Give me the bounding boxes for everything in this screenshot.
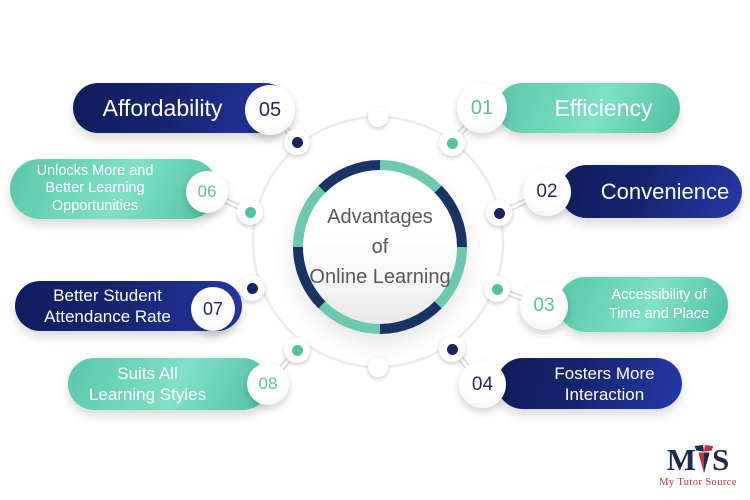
ring-node-03 [484,276,510,302]
item-number-text: 05 [258,98,282,121]
ring-node-top [368,107,388,127]
item-number-02: 02 [523,168,571,216]
item-label: Better Student Attendance Rate [44,286,171,326]
ring-node-08 [284,337,310,363]
item-label: Efficiency [554,94,653,121]
item-number-text: 01 [470,96,494,119]
connector-dot-teal [291,344,303,356]
item-label: Accessibility of Time and Place [608,286,710,322]
center-hub: Advantages of Online Learning [303,170,457,324]
item-label: Unlocks More and Better Learning Opportu… [36,162,154,214]
connector-dot-teal [244,206,256,218]
item-number-07: 07 [191,287,235,331]
ring-node-07 [239,275,265,301]
item-pill-accessibility: Accessibility of Time and Place [558,277,728,332]
ring-node-bottom [368,357,388,377]
item-number-06: 06 [186,171,228,213]
connector-dot-teal [491,283,503,295]
tie-icon [694,445,714,474]
item-pill-efficiency: Efficiency [497,83,680,133]
item-number-text: 08 [258,374,278,393]
item-number-text: 04 [471,373,494,395]
item-number-04: 04 [459,361,506,408]
item-label: Fosters More Interaction [554,363,655,404]
mts-logo: M S My Tutor Source [651,444,745,488]
connector-dot-navy [246,282,258,294]
item-number-text: 02 [536,181,558,202]
connector-dot-navy [493,207,505,219]
center-title-line1: Advantages [327,206,433,228]
item-number-01: 01 [457,83,507,133]
item-pill-learning-opportunities: Unlocks More and Better Learning Opportu… [10,159,218,219]
item-number-text: 03 [533,295,555,316]
logo-wordmark: M S [651,444,745,476]
item-number-text: 06 [197,182,217,201]
center-title-line2: of [371,236,389,258]
item-pill-learning-styles: Suits All Learning Styles [68,358,269,410]
item-number-05: 05 [245,85,295,135]
ring-node-04 [439,336,465,362]
ring-node-05 [284,129,310,155]
connector-dot-navy [446,343,458,355]
item-number-text: 07 [202,298,224,319]
connector-dot-teal [446,137,458,149]
ring-node-01 [439,130,465,156]
ring-node-06 [237,199,263,225]
logo-tagline: My Tutor Source [659,477,737,488]
item-number-08: 08 [247,363,289,405]
item-label: Convenience [600,178,730,204]
connector-dot-navy [291,136,303,148]
item-number-03: 03 [520,282,568,330]
logo-letter-m: M [666,442,696,477]
item-label: Affordability [102,94,223,121]
center-hub-ring: Advantages of Online Learning [293,160,467,334]
ring-node-02 [486,200,512,226]
item-pill-fosters-interaction: Fosters More Interaction [497,358,682,409]
item-label: Suits All Learning Styles [88,364,207,404]
center-title-line3: Online Learning [309,266,451,288]
logo-letter-s: S [712,442,730,477]
item-pill-convenience: Convenience [560,165,742,218]
